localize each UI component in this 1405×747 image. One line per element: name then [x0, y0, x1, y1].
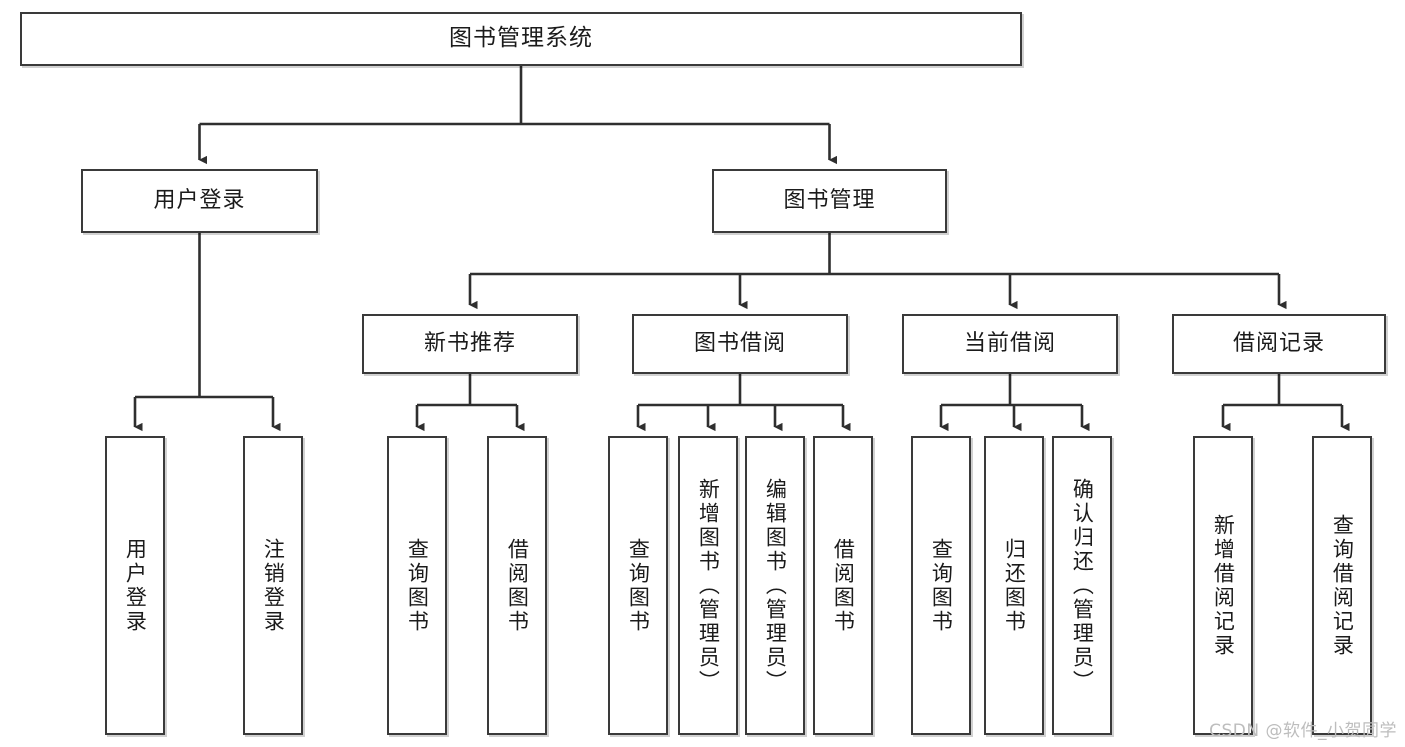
node-label: 借阅图书 [505, 537, 530, 634]
node-label: 借阅记录 [1232, 331, 1325, 357]
node-borrow-record[interactable]: 借阅记录 [1172, 314, 1386, 374]
node-book-borrow[interactable]: 图书借阅 [632, 314, 848, 374]
node-leaf-borrow-book-2[interactable]: 借阅图书 [813, 436, 873, 735]
node-leaf-borrow-book-1[interactable]: 借阅图书 [487, 436, 547, 735]
node-leaf-query-book-2[interactable]: 查询图书 [608, 436, 668, 735]
node-current-borrow[interactable]: 当前借阅 [902, 314, 1118, 374]
node-label: 编辑图书（管理员） [763, 477, 788, 694]
node-label: 查询图书 [405, 537, 430, 634]
node-label: 查询借阅记录 [1330, 513, 1355, 658]
node-label: 新增图书（管理员） [696, 477, 721, 694]
node-label: 新书推荐 [423, 331, 516, 357]
node-user-login[interactable]: 用户登录 [81, 169, 318, 233]
node-label: 查询图书 [626, 537, 651, 634]
node-label: 当前借阅 [963, 331, 1056, 357]
node-leaf-edit-book[interactable]: 编辑图书（管理员） [745, 436, 805, 735]
node-new-book-rec[interactable]: 新书推荐 [362, 314, 578, 374]
node-label: 查询图书 [929, 537, 954, 634]
node-leaf-add-record[interactable]: 新增借阅记录 [1193, 436, 1253, 735]
node-leaf-logout[interactable]: 注销登录 [243, 436, 303, 735]
node-leaf-query-record[interactable]: 查询借阅记录 [1312, 436, 1372, 735]
node-label: 借阅图书 [831, 537, 856, 634]
node-label: 图书管理 [783, 188, 876, 214]
node-label: 用户登录 [123, 537, 148, 634]
node-label: 新增借阅记录 [1211, 513, 1236, 658]
node-leaf-confirm-return[interactable]: 确认归还（管理员） [1052, 436, 1112, 735]
node-leaf-return-book[interactable]: 归还图书 [984, 436, 1044, 735]
node-label: 归还图书 [1002, 537, 1027, 634]
node-book-manage[interactable]: 图书管理 [712, 169, 947, 233]
node-leaf-user-login[interactable]: 用户登录 [105, 436, 165, 735]
node-leaf-query-book-3[interactable]: 查询图书 [911, 436, 971, 735]
node-label: 用户登录 [153, 188, 246, 214]
node-leaf-query-book-1[interactable]: 查询图书 [387, 436, 447, 735]
node-label: 注销登录 [261, 537, 286, 634]
node-label: 确认归还（管理员） [1070, 477, 1095, 694]
node-root[interactable]: 图书管理系统 [20, 12, 1022, 66]
node-label: 图书管理系统 [449, 25, 593, 52]
node-label: 图书借阅 [693, 331, 786, 357]
node-leaf-add-book[interactable]: 新增图书（管理员） [678, 436, 738, 735]
